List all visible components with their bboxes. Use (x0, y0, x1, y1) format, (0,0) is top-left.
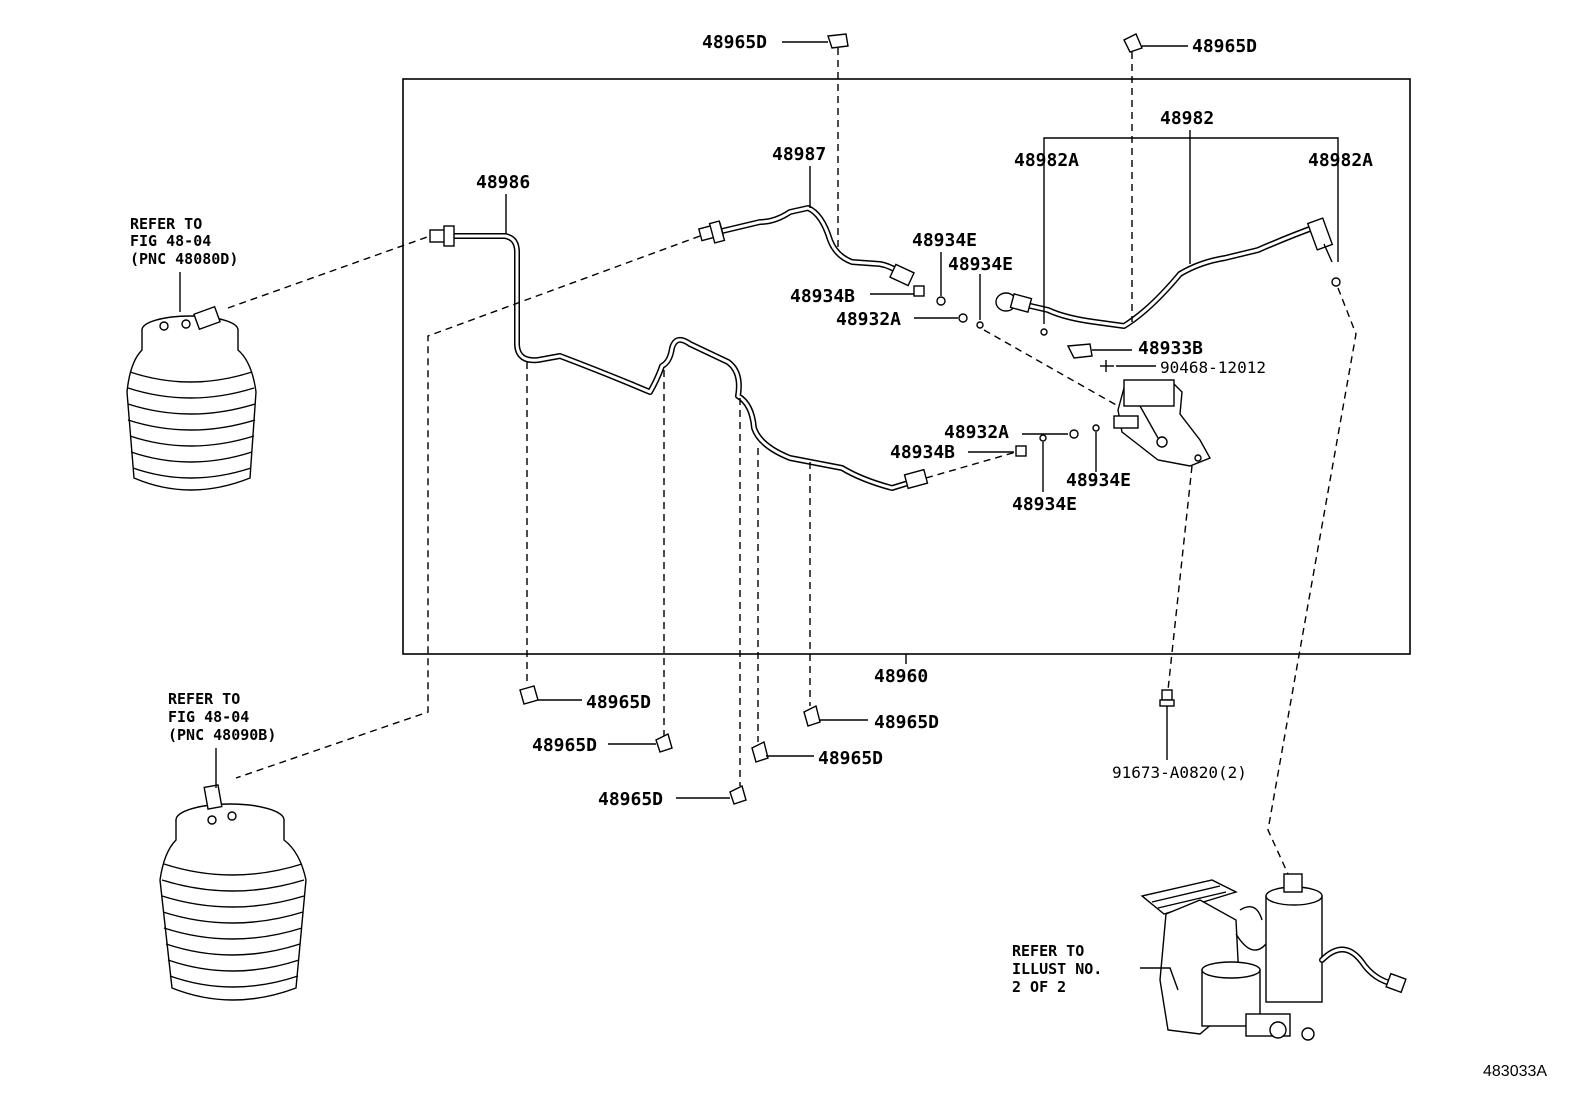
note-upper-line-3: (PNC 48080D) (130, 250, 238, 268)
label-48965d-b5: 48965D (874, 712, 939, 733)
label-48965d-b1: 48965D (586, 692, 651, 713)
label-48934e-b: 48934E (948, 254, 1013, 275)
note-illust-line-2: ILLUST NO. (1012, 960, 1102, 978)
label-48934b-upper: 48934B (790, 286, 855, 307)
air-spring-bellows-icon (159, 784, 307, 1001)
height-control-valve-icon (1113, 379, 1211, 467)
pipe-48987 (715, 205, 907, 279)
label-48965d-b4: 48965D (818, 748, 883, 769)
bolt-91673 (1159, 689, 1175, 760)
reference-note-illust: REFER TO ILLUST NO. 2 OF 2 (1012, 942, 1102, 996)
label-90468-12012: 90468-12012 (1160, 358, 1266, 377)
fitting-48982-left (995, 292, 1033, 313)
label-91673-a0820: 91673-A0820(2) (1112, 763, 1247, 782)
union-48934b (913, 285, 1027, 457)
fitting-48982-right (1306, 217, 1334, 263)
label-48987: 48987 (772, 144, 826, 165)
label-48932a-lower: 48932A (944, 422, 1009, 443)
leader-lines (179, 41, 1339, 991)
fitting-48986-right (903, 468, 929, 490)
fitting-48987-left (697, 220, 726, 244)
label-48982a-left: 48982A (1014, 150, 1079, 171)
note-illust-line-1: REFER TO (1012, 942, 1084, 960)
reference-note-upper: REFER TO FIG 48-04 (PNC 48080D) (130, 215, 238, 268)
label-48982: 48982 (1160, 108, 1214, 129)
pipe-48986 (449, 233, 921, 491)
label-48933b: 48933B (1138, 338, 1203, 359)
compressor-assembly-icon (1140, 873, 1407, 1041)
reference-note-lower: REFER TO FIG 48-04 (PNC 48090B) (168, 690, 276, 744)
label-48934b-lower: 48934B (890, 442, 955, 463)
fitting-48986-left (429, 225, 455, 247)
label-48934e-a: 48934E (912, 230, 977, 251)
note-lower-line-1: REFER TO (168, 690, 240, 708)
note-upper-line-1: REFER TO (130, 215, 202, 233)
label-48932a-upper: 48932A (836, 309, 901, 330)
label-48965d-top-right: 48965D (1192, 36, 1257, 57)
connection-lines (227, 48, 1357, 875)
label-48965d-top-left: 48965D (702, 32, 767, 53)
screw-90468 (1100, 360, 1114, 372)
note-lower-line-2: FIG 48-04 (168, 708, 249, 726)
note-lower-line-3: (PNC 48090B) (168, 726, 276, 744)
note-illust-line-3: 2 OF 2 (1012, 978, 1066, 996)
label-48934e-d: 48934E (1012, 494, 1077, 515)
clip-48933b (1066, 343, 1093, 359)
fitting-48987-right (889, 263, 915, 287)
pipe-48982 (1019, 223, 1321, 329)
label-48965d-b2: 48965D (532, 735, 597, 756)
label-48986: 48986 (476, 172, 530, 193)
label-48982a-right: 48982A (1308, 150, 1373, 171)
o-ring-icon (936, 277, 1341, 442)
note-upper-line-2: FIG 48-04 (130, 232, 211, 250)
label-48934e-c: 48934E (1066, 470, 1131, 491)
label-48960: 48960 (874, 666, 928, 687)
part-labels: 48965D 48965D 48982 48982A 48982A 48987 … (476, 32, 1373, 810)
air-spring-bellows-icon (126, 305, 257, 491)
label-48965d-b3: 48965D (598, 789, 663, 810)
figure-code: 483033A (1483, 1063, 1547, 1080)
